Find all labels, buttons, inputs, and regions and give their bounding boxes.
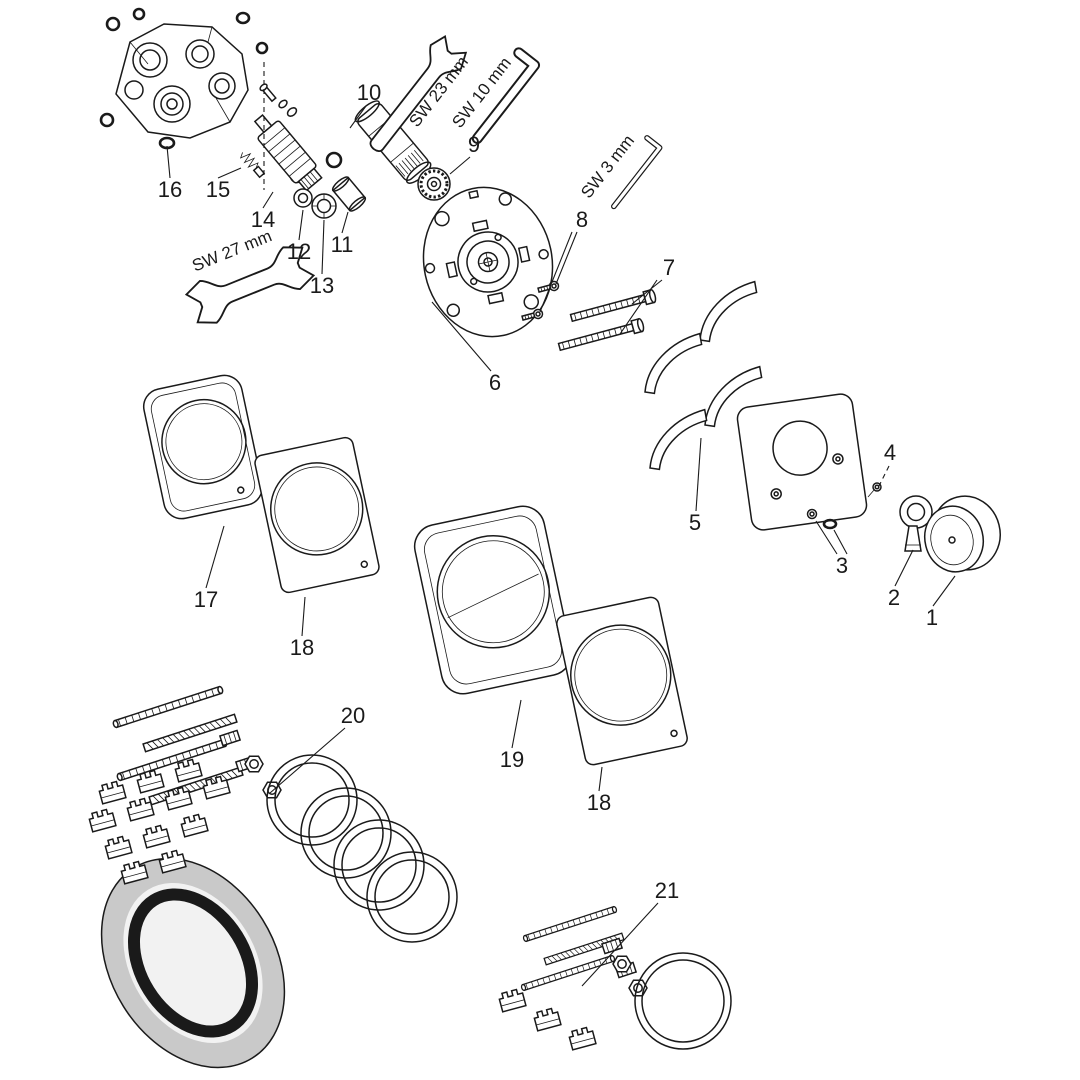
callout-11: 11 xyxy=(331,232,354,257)
leader-lines xyxy=(166,105,956,987)
fixing-screws xyxy=(520,279,658,354)
washer xyxy=(278,99,288,109)
o-ring xyxy=(325,151,343,169)
callout-5: 5 xyxy=(689,510,701,535)
retaining-ring-bore xyxy=(297,192,309,204)
callout-3: 3 xyxy=(836,553,848,578)
callout-7: 7 xyxy=(663,255,675,280)
leader-12 xyxy=(298,209,304,241)
escutcheon-frame-17 xyxy=(142,374,264,520)
leader-17 xyxy=(205,525,225,589)
callout-6: 6 xyxy=(489,370,501,395)
sleeve xyxy=(331,176,367,212)
washer xyxy=(286,107,298,117)
long-screw xyxy=(556,317,646,354)
leader-3 xyxy=(815,520,848,555)
cartridge-assembly xyxy=(239,62,451,219)
callout-16: 16 xyxy=(158,177,182,202)
open-end-wrench-sw23 xyxy=(369,35,468,152)
retaining-ring xyxy=(293,188,313,208)
trim-plate-18-a xyxy=(254,436,380,594)
mounting-plate xyxy=(422,186,554,338)
wedge-spacer xyxy=(635,332,710,396)
spring-and-screw xyxy=(239,152,266,179)
leader-19 xyxy=(511,699,522,749)
leader-6 xyxy=(431,301,492,372)
leader-20 xyxy=(269,727,346,794)
callout-2: 2 xyxy=(888,585,900,610)
callout-15: 15 xyxy=(206,177,230,202)
trim-plate-18-b xyxy=(556,596,688,766)
leader-2 xyxy=(894,549,914,587)
open-end-wrench-sw27 xyxy=(184,246,316,324)
rough-in-valve-body xyxy=(115,23,249,139)
callout-17: 17 xyxy=(194,587,218,612)
handle-lever xyxy=(899,495,933,552)
callout-18-b: 18 xyxy=(587,790,611,815)
handle-knob xyxy=(924,495,1001,573)
callout-9: 9 xyxy=(468,132,480,157)
leader-1 xyxy=(932,575,956,607)
slotted-nut xyxy=(311,193,337,219)
leader-5 xyxy=(695,437,702,512)
splined-adapter xyxy=(417,167,451,201)
callout-1: 1 xyxy=(926,605,938,630)
callout-21: 21 xyxy=(655,878,679,903)
leader-10 xyxy=(349,105,367,129)
hex-key-sw3 xyxy=(611,135,663,210)
callout-10: 10 xyxy=(357,80,381,105)
leader-15 xyxy=(217,167,242,179)
leader-18b xyxy=(598,766,603,792)
leader-14 xyxy=(262,191,274,209)
callout-4: 4 xyxy=(884,440,896,465)
leader-4 xyxy=(878,465,890,487)
leader-9 xyxy=(449,156,471,175)
o-ring-set xyxy=(99,7,269,150)
grub-screw xyxy=(259,83,277,103)
leader-18a xyxy=(301,596,306,637)
thermostat-cartridge xyxy=(253,114,323,192)
callout-12: 12 xyxy=(287,239,311,264)
wedge-spacer xyxy=(690,280,765,344)
leader-13 xyxy=(321,219,325,275)
leader-21 xyxy=(581,902,659,987)
callout-19: 19 xyxy=(500,747,524,772)
callout-20: 20 xyxy=(341,703,365,728)
callout-14: 14 xyxy=(251,207,275,232)
cover-plate xyxy=(736,393,868,531)
callout-18-a: 18 xyxy=(290,635,314,660)
escutcheon-frame-19 xyxy=(395,505,573,695)
callout-13: 13 xyxy=(310,273,334,298)
tiny-set-screw xyxy=(867,482,882,498)
hex-key-sw10 xyxy=(471,47,541,144)
plate-screw-and-o-ring xyxy=(806,508,838,530)
leader-8 xyxy=(539,231,578,313)
leader-11 xyxy=(341,211,349,234)
callout-labels: 16 15 14 12 13 11 10 9 8 7 6 5 4 3 2 1 1… xyxy=(158,80,938,903)
tool-label-sw27: SW 27 mm xyxy=(189,226,274,275)
sealing-gasket xyxy=(100,857,286,1069)
leader-16 xyxy=(166,145,171,179)
wedge-spacer xyxy=(640,408,715,472)
callout-8: 8 xyxy=(576,207,588,232)
fixing-set-21 xyxy=(497,905,732,1051)
leader-7 xyxy=(619,279,663,335)
